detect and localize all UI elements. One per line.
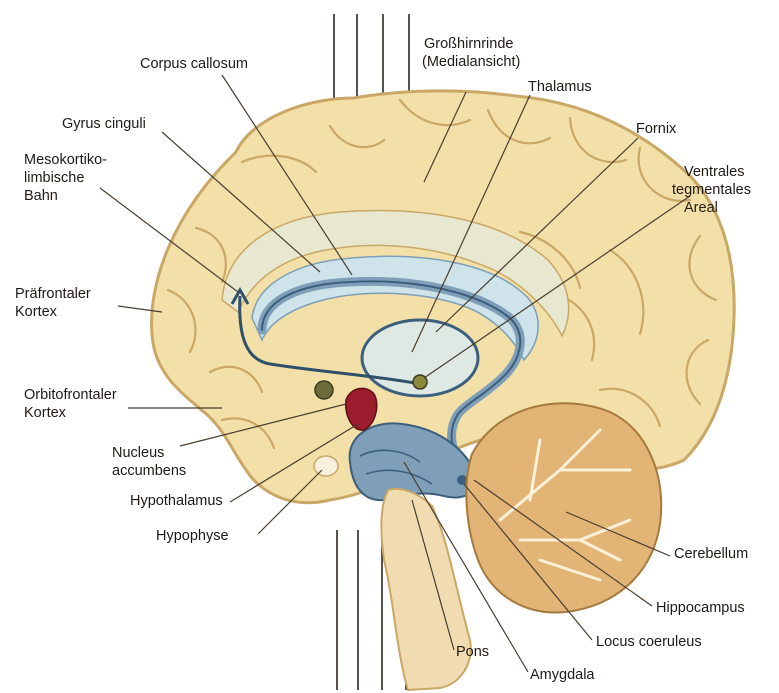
label-grosshirnrinde: Großhirnrinde: [424, 36, 513, 53]
locus-coeruleus-node: [457, 475, 467, 485]
orbitofrontal-node: [315, 381, 333, 399]
label-nucleus-1: Nucleus: [112, 445, 164, 462]
label-praefrontaler-1: Präfrontaler: [15, 286, 91, 303]
label-ventrales-2: tegmentales: [672, 182, 751, 199]
label-thalamus: Thalamus: [528, 79, 592, 96]
hypophyse-shape: [314, 456, 338, 476]
label-ventrales-1: Ventrales: [684, 164, 744, 181]
label-hypophyse: Hypophyse: [156, 528, 229, 545]
label-gyrus-cinguli: Gyrus cinguli: [62, 116, 146, 133]
label-cerebellum: Cerebellum: [674, 546, 748, 563]
label-hypothalamus: Hypothalamus: [130, 493, 223, 510]
label-pons: Pons: [456, 644, 489, 661]
label-medialansicht: (Medialansicht): [422, 54, 520, 71]
label-orbitofrontaler-2: Kortex: [24, 405, 66, 422]
label-corpus-callosum: Corpus callosum: [140, 56, 248, 73]
label-nucleus-2: accumbens: [112, 463, 186, 480]
label-mesokortiko-2: limbische: [24, 170, 84, 187]
label-fornix: Fornix: [636, 121, 676, 138]
label-locus-coeruleus: Locus coeruleus: [596, 634, 702, 651]
label-praefrontaler-2: Kortex: [15, 304, 57, 321]
label-amygdala: Amygdala: [530, 667, 594, 684]
label-hippocampus: Hippocampus: [656, 600, 745, 617]
label-mesokortiko-1: Mesokortiko-: [24, 152, 107, 169]
label-ventrales-3: Areal: [684, 200, 718, 217]
cerebellum-shape: [466, 403, 661, 612]
label-mesokortiko-3: Bahn: [24, 188, 58, 205]
label-orbitofrontaler-1: Orbitofrontaler: [24, 387, 117, 404]
